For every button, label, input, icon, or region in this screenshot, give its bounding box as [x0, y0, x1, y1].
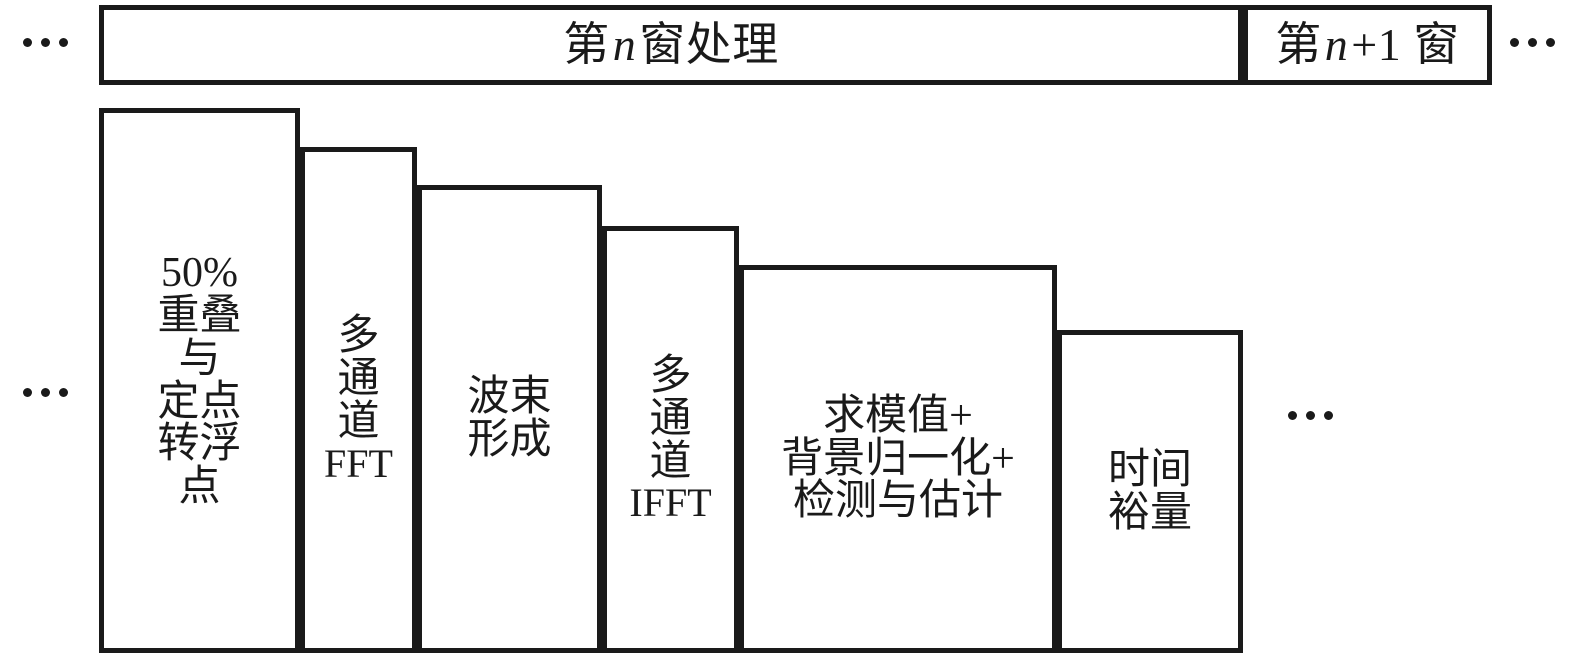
stage-block-overlap-fixed-to-float[interactable]: 50% 重叠 与 定点 转浮 点 [99, 108, 300, 653]
stage-block-beamforming[interactable]: 波束 形成 [417, 185, 602, 653]
stages-left-ellipsis [23, 388, 68, 397]
stage-label-beamforming: 波束 形成 [467, 374, 552, 463]
stage-label-time-margin: 时间 裕量 [1107, 446, 1192, 536]
stage-block-multichannel-fft[interactable]: 多 通 道 FFT [300, 147, 417, 653]
stage-block-magnitude-normalize-detect[interactable]: 求模值+ 背景归一化+ 检测与估计 [739, 265, 1057, 653]
header-left-ellipsis [23, 38, 68, 47]
stage-label-multichannel-ifft: 多 通 道 IFFT [629, 352, 712, 526]
header-cell-window-n: 第n窗处理 [99, 5, 1243, 85]
stage-label-overlap-fixed-to-float: 50% 重叠 与 定点 转浮 点 [157, 250, 242, 511]
header-right-ellipsis [1510, 38, 1555, 47]
stage-block-time-margin[interactable]: 时间 裕量 [1057, 330, 1243, 653]
stages-right-ellipsis [1288, 411, 1333, 420]
header-cell-window-n-label: 第n窗处理 [563, 19, 779, 70]
stage-block-multichannel-ifft[interactable]: 多 通 道 IFFT [602, 226, 739, 653]
stage-label-magnitude-normalize-detect: 求模值+ 背景归一化+ 检测与估计 [781, 392, 1015, 525]
header-cell-window-n-plus-1-label: 第n+1 窗 [1275, 19, 1460, 70]
header-cell-window-n-plus-1: 第n+1 窗 [1243, 5, 1492, 85]
stage-label-multichannel-fft: 多 通 道 FFT [324, 313, 393, 486]
